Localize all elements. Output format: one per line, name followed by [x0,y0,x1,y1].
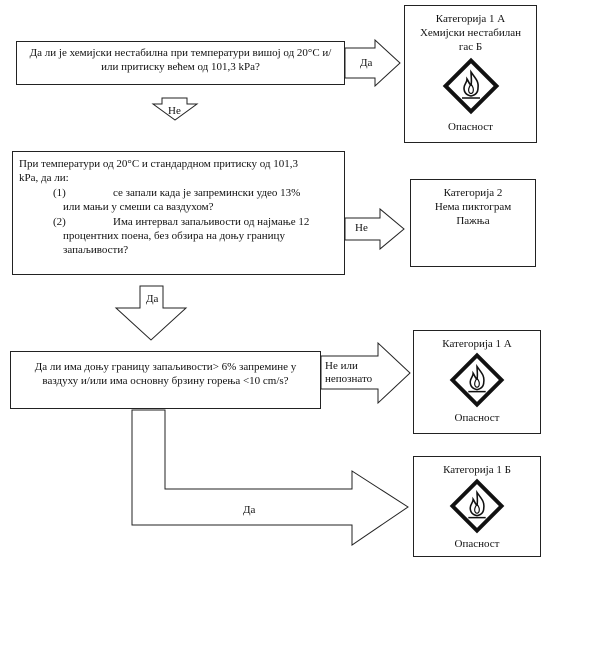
result-3-title: Категорија 1 А [442,338,512,350]
arrow-q2-yes [114,285,188,341]
flame-pictogram-icon [449,352,505,408]
result-1-signal-word: Опасност [448,121,493,133]
arrow-q1-yes-label: Да [360,57,373,69]
arrow-q3-no-label: Не или непознато [325,360,373,385]
question-3-box: Да ли има доњу границу запаљивости> 6% з… [10,351,321,409]
arrow-q3-yes [131,409,409,546]
result-1-title: Категорија 1 А [435,13,506,25]
result-2-title: Категорија 2 [443,187,503,199]
result-2-no-pictogram: Нема пиктограм [434,201,512,213]
arrow-q1-no [151,97,199,121]
question-2-box: При температури од 20°C и стандардном пр… [12,151,345,275]
flame-pictogram-icon [449,478,505,534]
question-2-item-1-number: (1) [53,187,66,199]
question-1-box: Да ли је хемијски нестабилна при темпера… [16,41,345,85]
result-2-box: Категорија 2 Нема пиктограм Пажња [410,179,536,267]
arrow-q2-no-label: Не [355,222,368,234]
result-3-signal-word: Опасност [454,412,500,424]
question-2-item-2-text: Има интервал запаљивости од најмање 12 п… [63,216,310,256]
result-4-box: Категорија 1 Б Опасност [413,456,541,557]
arrow-q3-yes-label: Да [243,504,256,516]
result-1-subtitle: Хемијски нестабилан гас Б [419,27,522,53]
arrow-q2-yes-label: Да [146,293,159,305]
arrow-q2-no [344,207,405,251]
question-2-intro: При температури од 20°C и стандардном пр… [19,158,299,184]
question-1-text: Да ли је хемијски нестабилна при темпера… [29,47,332,73]
result-4-title: Категорија 1 Б [443,464,511,476]
flame-pictogram-icon [442,57,499,115]
question-2-item-1-text: се запали када је запремински удео 13% и… [63,187,301,213]
result-1-box: Категорија 1 А Хемијски нестабилан гас Б… [404,5,537,143]
result-2-signal-word: Пажња [456,215,490,227]
question-2-item-2-number: (2) [53,216,66,228]
arrow-q3-no [320,341,411,405]
result-3-box: Категорија 1 А Опасност [413,330,541,434]
arrow-q1-no-label: Не [168,105,181,117]
question-3-text: Да ли има доњу границу запаљивости> 6% з… [34,361,297,387]
arrow-q1-yes [344,38,401,88]
result-4-signal-word: Опасност [454,538,500,550]
